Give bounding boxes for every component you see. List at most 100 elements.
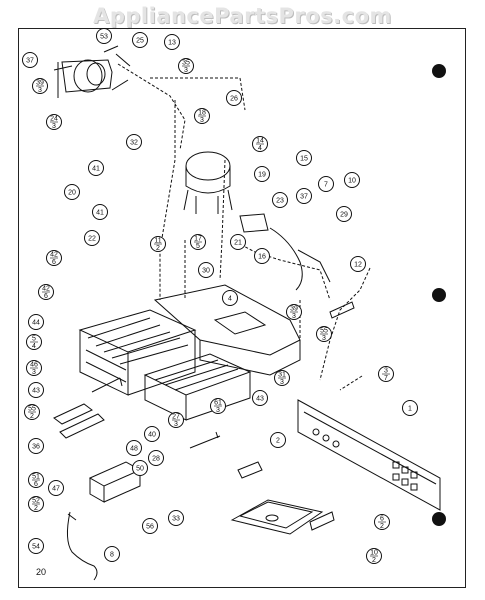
callout-c16: 16: [254, 248, 270, 264]
callout-c22: 22: [84, 230, 100, 246]
callout-label: 4: [228, 296, 232, 303]
callout-label: 43: [256, 396, 264, 403]
callout-c12: 12: [350, 256, 366, 272]
callout-bubble: [168, 510, 184, 526]
callout-label: 7: [384, 375, 388, 382]
callout-bubble: [96, 28, 112, 44]
callout-label: 7: [324, 182, 328, 189]
callout-bubble: [164, 34, 180, 50]
callout-label: 10: [348, 178, 356, 185]
callout-c24-3: 243: [46, 114, 62, 130]
callout-label: 56: [146, 524, 154, 531]
fan-motor-assembly: [53, 45, 131, 98]
callout-bubble: [88, 160, 104, 176]
callout-c10: 10: [344, 172, 360, 188]
callout-label: 19: [258, 172, 266, 179]
callout-c27-3: 273: [168, 412, 184, 428]
callout-label: 55: [320, 328, 328, 335]
callout-label: 5: [32, 336, 36, 343]
callout-label: 6: [34, 481, 38, 488]
callout-label: 37: [26, 58, 34, 65]
callout-label: 25: [136, 38, 144, 45]
callout-bubble: [28, 382, 44, 398]
callout-label: 42: [50, 252, 58, 259]
callout-label: 28: [152, 456, 160, 463]
callout-c39-3b: 393: [286, 304, 302, 320]
callout-c32: 32: [126, 134, 142, 150]
callout-c4: 4: [222, 290, 238, 306]
callout-label: 44: [32, 320, 40, 327]
callout-c48: 48: [126, 440, 142, 456]
callout-bubble: [296, 188, 312, 204]
callout-label: 36: [32, 444, 40, 451]
evaporator-coil: [143, 353, 252, 421]
callout-bubble: [148, 450, 164, 466]
callout-label: 33: [172, 516, 180, 523]
callout-label: 40: [148, 432, 156, 439]
callout-c3-7: 37: [378, 366, 394, 382]
callout-c41b: 41: [92, 204, 108, 220]
callout-c28: 28: [148, 450, 164, 466]
callout-c10-2: 102: [366, 548, 382, 564]
base-pan: [153, 284, 301, 376]
callout-label: 22: [88, 236, 96, 243]
callout-bubble: [126, 440, 142, 456]
callout-label: 1: [408, 406, 412, 413]
callout-label: 35: [182, 60, 190, 67]
callout-c31-3: 313: [274, 370, 290, 386]
callout-c7: 7: [318, 176, 334, 192]
callout-c37a: 37: [22, 52, 38, 68]
callout-bubble: [48, 480, 64, 496]
callout-c15: 15: [296, 150, 312, 166]
callout-label: 39: [290, 306, 298, 313]
power-cord: [66, 511, 98, 581]
callout-label: 27: [172, 414, 180, 421]
callout-bubble: [84, 230, 100, 246]
callout-label: 37: [300, 194, 308, 201]
callout-c20: 20: [64, 184, 80, 200]
leader-lines: [117, 63, 371, 391]
callout-label: 3: [200, 117, 204, 124]
callout-c46-3: 463: [26, 360, 42, 376]
callout-label: 3: [38, 87, 42, 94]
callout-label: 41: [92, 166, 100, 173]
callout-c29: 29: [336, 206, 352, 222]
callout-c1: 1: [402, 400, 418, 416]
brackets: [53, 301, 355, 531]
callout-bubble: [104, 546, 120, 562]
callout-bubble: [64, 184, 80, 200]
callout-label: 14: [256, 138, 264, 145]
callout-bubble: [344, 172, 360, 188]
diagram-frame: [18, 28, 466, 588]
callout-bubble: [350, 256, 366, 272]
callout-label: 2: [34, 505, 38, 512]
callout-label: 55: [28, 406, 36, 413]
callout-label: 4: [258, 145, 262, 152]
condenser-coil: [78, 309, 197, 396]
callout-label: 47: [52, 486, 60, 493]
callout-label: 43: [32, 388, 40, 395]
callout-label: 12: [354, 262, 362, 269]
callout-label: 46: [30, 362, 38, 369]
callout-label: 20: [68, 190, 76, 197]
callout-bubble: [132, 32, 148, 48]
callout-label: 2: [30, 413, 34, 420]
callout-c8: 8: [104, 546, 120, 562]
callout-bubble: [22, 52, 38, 68]
callout-label: 3: [322, 335, 326, 342]
callout-label: 51: [32, 474, 40, 481]
callout-bubble: [144, 426, 160, 442]
callout-c42-6: 426: [46, 250, 62, 266]
punch-hole-marker: [432, 64, 446, 78]
callout-bubble: [132, 460, 148, 476]
callout-c53: 53: [96, 28, 112, 44]
callout-bubble: [28, 314, 44, 330]
callout-label: 3: [280, 379, 284, 386]
callout-label: 8: [110, 552, 114, 559]
callout-label: 61: [214, 400, 222, 407]
callout-c19: 19: [254, 166, 270, 182]
callout-label: 13: [168, 40, 176, 47]
callout-label: 54: [32, 544, 40, 551]
